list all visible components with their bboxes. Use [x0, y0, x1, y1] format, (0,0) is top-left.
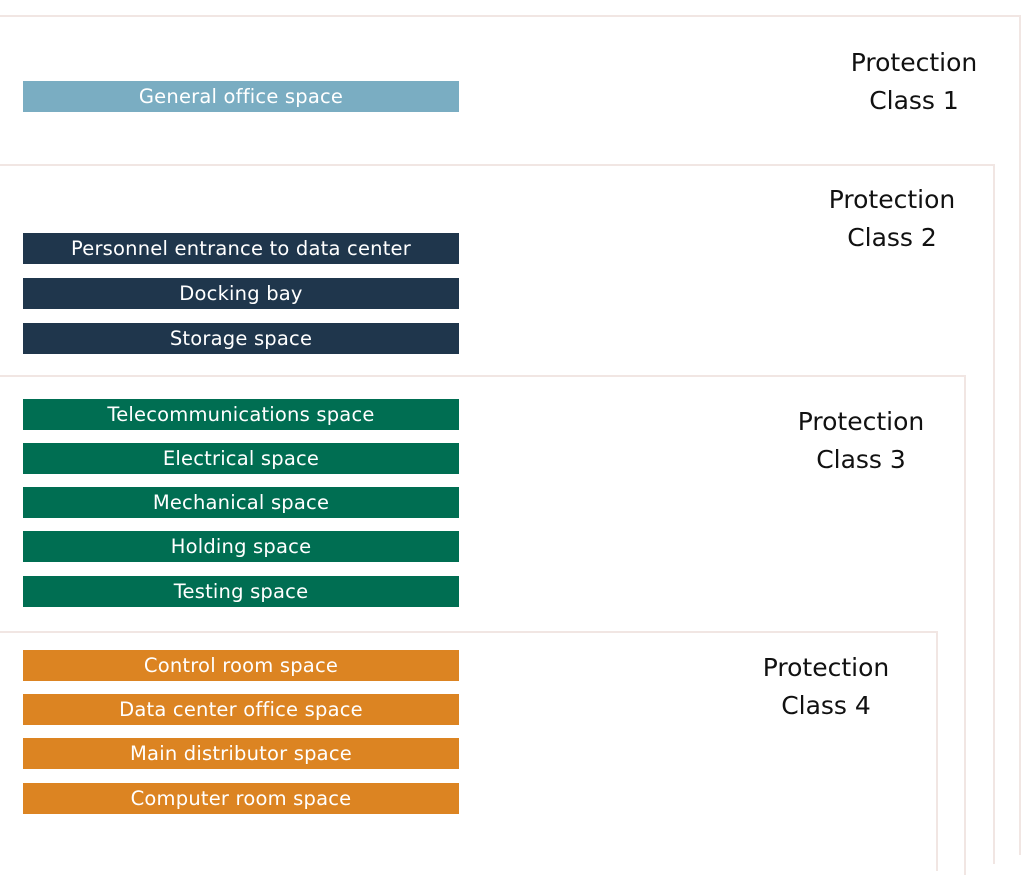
space-holding: Holding space — [23, 531, 459, 562]
protection-class-3-label: Protection Class 3 — [797, 407, 925, 474]
protection-class-2-label: Protection Class 2 — [828, 185, 956, 252]
space-main-distributor: Main distributor space — [23, 738, 459, 769]
space-testing: Testing space — [23, 576, 459, 607]
space-telecommunications: Telecommunications space — [23, 399, 459, 430]
protection-class-1-label: Protection Class 1 — [850, 48, 978, 115]
space-storage: Storage space — [23, 323, 459, 354]
space-mechanical: Mechanical space — [23, 487, 459, 518]
space-control-room: Control room space — [23, 650, 459, 681]
space-electrical: Electrical space — [23, 443, 459, 474]
protection-class-4-label: Protection Class 4 — [762, 653, 890, 720]
space-computer-room: Computer room space — [23, 783, 459, 814]
space-personnel-entrance: Personnel entrance to data center — [23, 233, 459, 264]
space-docking-bay: Docking bay — [23, 278, 459, 309]
space-general-office: General office space — [23, 81, 459, 112]
space-data-center-office: Data center office space — [23, 694, 459, 725]
